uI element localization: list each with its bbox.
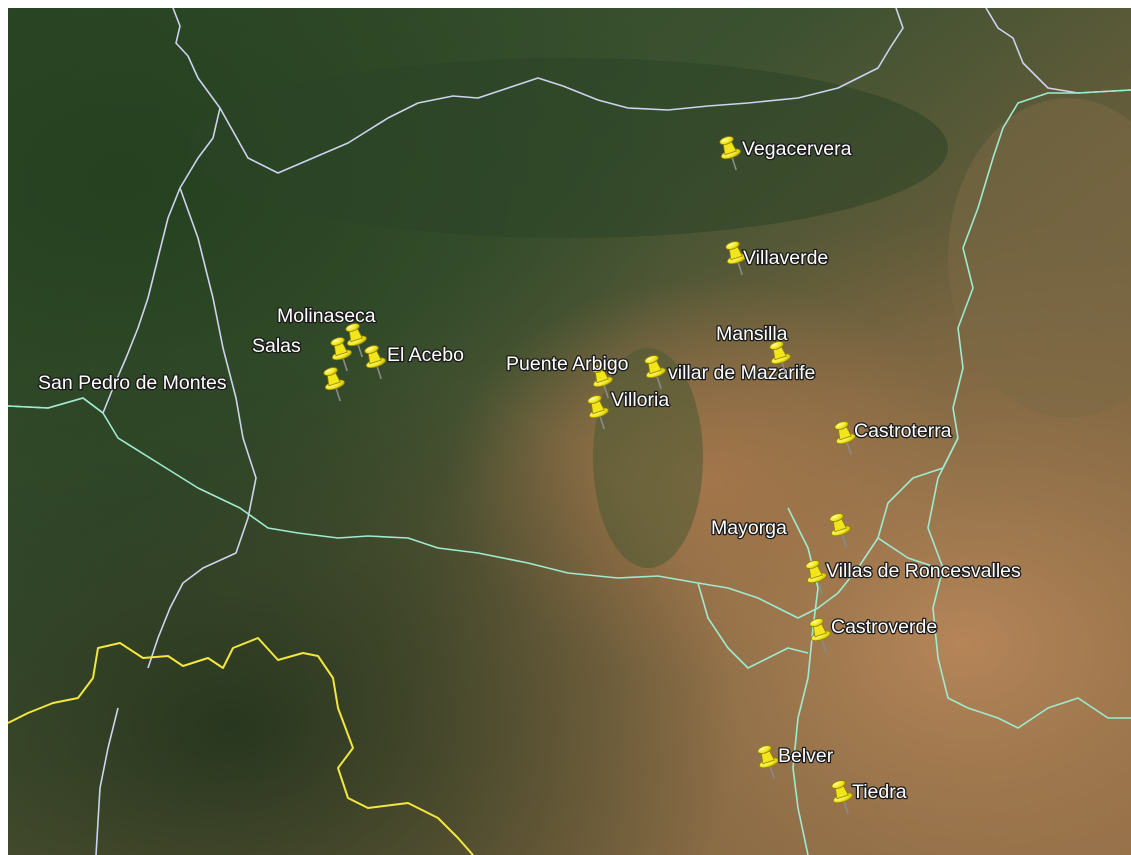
- placemark-villar-de-mazarife[interactable]: villar de Mazarife: [641, 353, 817, 392]
- yellow-pushpin-icon[interactable]: [828, 778, 858, 817]
- terrain-mountain-ridge: [188, 58, 948, 238]
- placemark-villas-de-roncesvalles[interactable]: Villas de Roncesvalles: [802, 558, 1022, 597]
- placemark-molinaseca[interactable]: Molinaseca: [276, 304, 377, 360]
- placemark-label: Tiedra: [852, 781, 907, 803]
- yellow-pushpin-icon[interactable]: [806, 616, 836, 655]
- yellow-pushpin-icon[interactable]: [320, 365, 350, 404]
- yellow-pushpin-icon[interactable]: [766, 339, 796, 378]
- yellow-pushpin-icon[interactable]: [361, 343, 391, 382]
- yellow-pushpin-icon[interactable]: [342, 321, 372, 360]
- yellow-pushpin-icon[interactable]: [641, 353, 671, 392]
- placemark-belver[interactable]: Belver: [754, 743, 835, 782]
- yellow-pushpin-icon[interactable]: [722, 239, 752, 278]
- yellow-pushpin-icon[interactable]: [716, 134, 746, 173]
- placemark-label: villar de Mazarife: [668, 362, 815, 384]
- placemark-label: Puente Arbigo: [506, 353, 629, 375]
- placemark-puente-arbigo[interactable]: Puente Arbigo: [505, 352, 630, 401]
- placemark-label: Vegacervera: [742, 138, 852, 160]
- placemark-mansilla[interactable]: Mansilla: [715, 322, 796, 378]
- yellow-pushpin-icon[interactable]: [802, 558, 832, 597]
- yellow-region-border: [8, 637, 474, 855]
- region-borders: [8, 89, 1131, 855]
- placemark-label: Molinaseca: [277, 305, 376, 327]
- yellow-pushpin-icon[interactable]: [588, 362, 618, 401]
- terrain-valley-green: [593, 348, 703, 568]
- placemark-label: El Acebo: [387, 344, 464, 366]
- placemark-label: Villoria: [611, 389, 669, 411]
- yellow-pushpin-icon[interactable]: [754, 743, 784, 782]
- placemark-label: Mansilla: [716, 323, 788, 345]
- placemark-san-pedro-de-montes[interactable]: San Pedro de Montes: [37, 365, 350, 404]
- placemark-label: Castroverde: [831, 616, 937, 638]
- yellow-pushpin-icon[interactable]: [826, 511, 856, 550]
- placemark-el-acebo[interactable]: El Acebo: [361, 343, 465, 382]
- placemark-mayorga[interactable]: Mayorga: [710, 511, 856, 550]
- placemark-label: Belver: [778, 745, 834, 767]
- placemark-label: Villaverde: [743, 247, 828, 269]
- placemark-castroterra[interactable]: Castroterra: [831, 419, 953, 458]
- placemark-salas[interactable]: Salas: [251, 334, 357, 374]
- placemark-tiedra[interactable]: Tiedra: [828, 778, 908, 817]
- placemark-villoria[interactable]: Villoria: [584, 388, 671, 432]
- placemark-castroverde[interactable]: Castroverde: [806, 615, 939, 655]
- placemark-label: Salas: [252, 335, 301, 357]
- yellow-pushpin-icon[interactable]: [831, 419, 861, 458]
- placemark-label: Castroterra: [854, 420, 952, 442]
- yellow-pushpin-icon[interactable]: [584, 393, 614, 432]
- placemark-label: San Pedro de Montes: [38, 372, 227, 394]
- placemark-villaverde[interactable]: Villaverde: [722, 239, 830, 278]
- placemark-vegacervera[interactable]: Vegacervera: [716, 134, 853, 173]
- placemark-label: Mayorga: [711, 517, 787, 539]
- placemark-label: Villas de Roncesvalles: [826, 560, 1021, 582]
- yellow-pushpin-icon[interactable]: [327, 335, 357, 374]
- terrain-northeast-plain: [948, 98, 1131, 418]
